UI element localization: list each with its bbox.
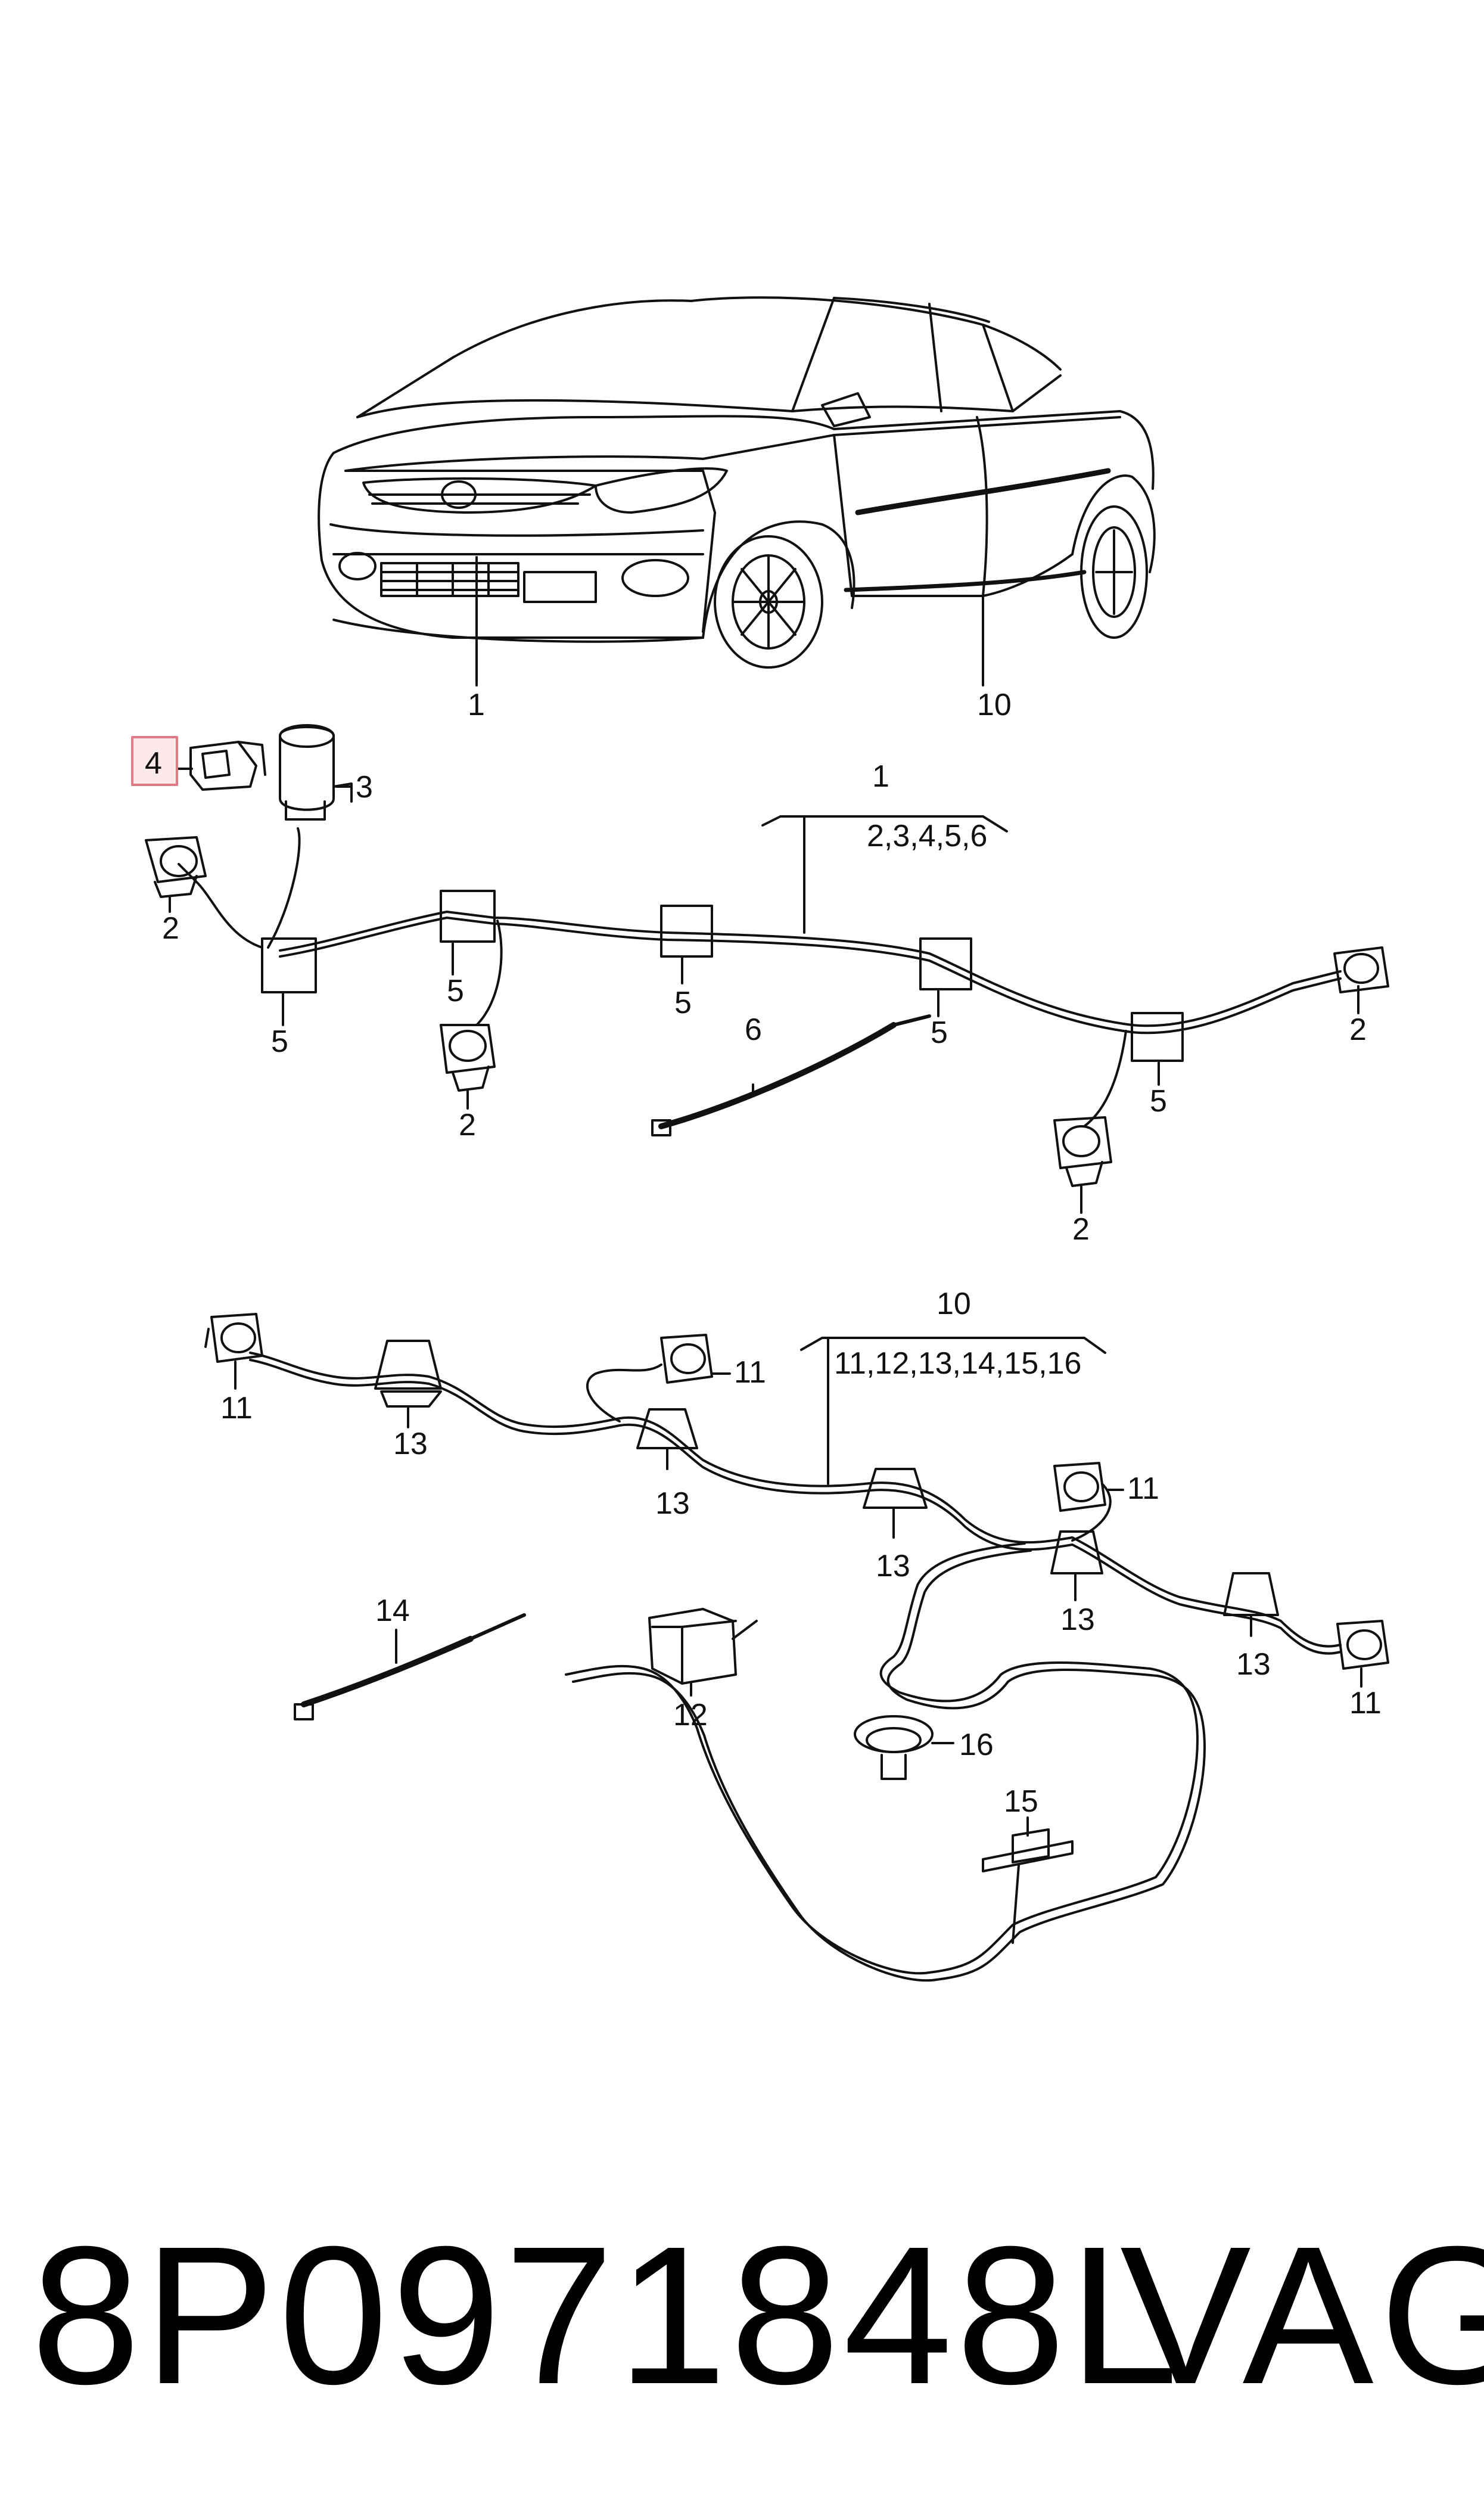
door-harness-assembly — [204, 1313, 1389, 1982]
connector-11-b — [660, 1334, 713, 1384]
connector-2-left — [145, 836, 207, 898]
label-5-b: 5 — [674, 986, 692, 1020]
label-2-b: 2 — [1349, 1012, 1367, 1047]
brand-label: VAG — [1120, 2205, 1484, 2425]
label-13-c: 13 — [876, 1549, 910, 1583]
plug-housing-12 — [648, 1608, 758, 1685]
label-4: 4 — [145, 746, 162, 781]
label-5-c: 5 — [931, 1015, 948, 1050]
label-6: 6 — [745, 1012, 762, 1047]
label-2-c: 2 — [459, 1108, 476, 1142]
connector-11-a — [204, 1313, 263, 1363]
bracket-15 — [982, 1828, 1074, 1872]
label-5-e: 5 — [1150, 1084, 1167, 1119]
label-5-a: 5 — [447, 974, 464, 1008]
label-13-e: 13 — [1236, 1647, 1271, 1682]
label-5-d: 5 — [271, 1024, 288, 1059]
group10-title: 10 — [937, 1287, 971, 1321]
label-14: 14 — [375, 1594, 410, 1628]
label-11-c: 11 — [1127, 1471, 1159, 1506]
label-11-a: 11 — [220, 1391, 253, 1425]
label-3: 3 — [356, 770, 373, 805]
label-13-d: 13 — [1060, 1602, 1095, 1637]
connector-2-right — [1333, 946, 1389, 993]
highlight-box-4 — [131, 736, 178, 786]
label-12: 12 — [673, 1698, 708, 1732]
group1-title: 1 — [872, 759, 889, 794]
car-label-1: 1 — [468, 688, 485, 722]
front-harness-assembly — [145, 724, 1389, 1214]
connector-11-c — [1053, 1462, 1106, 1512]
label-11-d: 11 — [1349, 1686, 1382, 1720]
label-13-b: 13 — [655, 1486, 690, 1521]
label-15: 15 — [1004, 1784, 1038, 1819]
grommet-16 — [854, 1715, 934, 1780]
car-illustration — [318, 296, 1156, 687]
group1-subitems: 2,3,4,5,6 — [867, 819, 987, 853]
car-label-10: 10 — [977, 688, 1012, 722]
connector-2-mid — [440, 1024, 496, 1092]
connector-2-lower-right — [1053, 1116, 1112, 1187]
label-16: 16 — [959, 1728, 994, 1762]
group10-subitems: 11,12,13,14,15,16 — [834, 1346, 1081, 1381]
sensor-3 — [279, 724, 353, 821]
connector-11-d — [1336, 1620, 1389, 1670]
label-2-d: 2 — [1072, 1212, 1090, 1247]
part-4-retainer — [189, 741, 266, 791]
label-13-a: 13 — [393, 1427, 428, 1461]
label-2-a: 2 — [162, 911, 179, 946]
label-11-b: 11 — [734, 1355, 766, 1390]
part-number: 8P0971848L — [31, 2205, 1182, 2425]
